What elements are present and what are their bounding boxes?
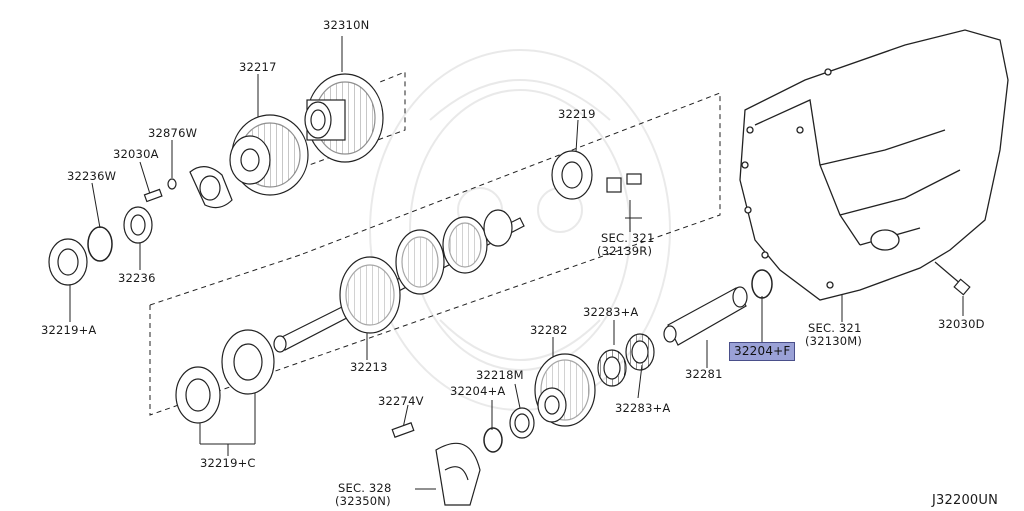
gear-32217 <box>229 114 309 196</box>
label-sec328-sub: (32350N) <box>335 494 391 508</box>
label-32283A-top: 32283+A <box>583 305 639 319</box>
shift-fork-sec328 <box>435 442 481 506</box>
bearing-32219A <box>48 238 88 286</box>
label-32282: 32282 <box>530 323 568 337</box>
main-shaft-32213 <box>273 209 525 353</box>
label-sec321-top: SEC. 321 <box>601 231 655 245</box>
oil-seal-32236 <box>123 206 153 244</box>
retainer-plate <box>143 166 233 209</box>
label-32030A: 32030A <box>113 147 159 161</box>
label-sec321-case: SEC. 321 <box>808 321 862 335</box>
snap-ring-32236W <box>87 226 113 262</box>
bearing-32219C-a <box>175 366 221 424</box>
label-32310N: 32310N <box>323 18 370 32</box>
needle-bearing-32283A-a <box>597 349 627 387</box>
thrust-washer-32218M <box>509 407 535 439</box>
bearing-32219C-b <box>221 329 275 395</box>
label-32219C: 32219+C <box>200 456 256 470</box>
label-32281: 32281 <box>685 367 723 381</box>
diagram-code: J32200UN <box>932 493 999 508</box>
pin-32274V <box>391 422 415 438</box>
label-32236W: 32236W <box>67 169 117 183</box>
clip-bracket <box>606 173 642 193</box>
label-32274V: 32274V <box>378 394 424 408</box>
snap-ring-32204F <box>751 269 773 299</box>
label-32218M: 32218M <box>476 368 524 382</box>
label-32283A-bottom: 32283+A <box>615 401 671 415</box>
counter-shaft-32281 <box>663 286 748 346</box>
snap-ring-32204A <box>483 427 503 453</box>
bearing-32219 <box>551 150 593 200</box>
label-32236: 32236 <box>118 271 156 285</box>
transmission-case <box>739 29 1009 301</box>
gear-32282 <box>534 353 596 427</box>
gear-32310N <box>304 73 384 163</box>
label-32204A: 32204+A <box>450 384 506 398</box>
label-sec321-case-sub: (32130M) <box>805 334 863 348</box>
needle-bearing-32283A-b <box>625 333 655 371</box>
label-32219: 32219 <box>558 107 596 121</box>
label-32876W: 32876W <box>148 126 198 140</box>
label-32204F-highlighted[interactable]: 32204+F <box>729 342 795 361</box>
label-32030D: 32030D <box>938 317 985 331</box>
label-sec328: SEC. 328 <box>338 481 392 495</box>
label-32219A: 32219+A <box>41 323 97 337</box>
label-sec321-top-sub: (32139R) <box>597 244 653 258</box>
watermark-emblem <box>369 49 671 411</box>
dashed-group-outline <box>149 71 721 416</box>
label-32213: 32213 <box>350 360 388 374</box>
label-32217: 32217 <box>239 60 277 74</box>
bolt-32030D <box>934 261 971 296</box>
